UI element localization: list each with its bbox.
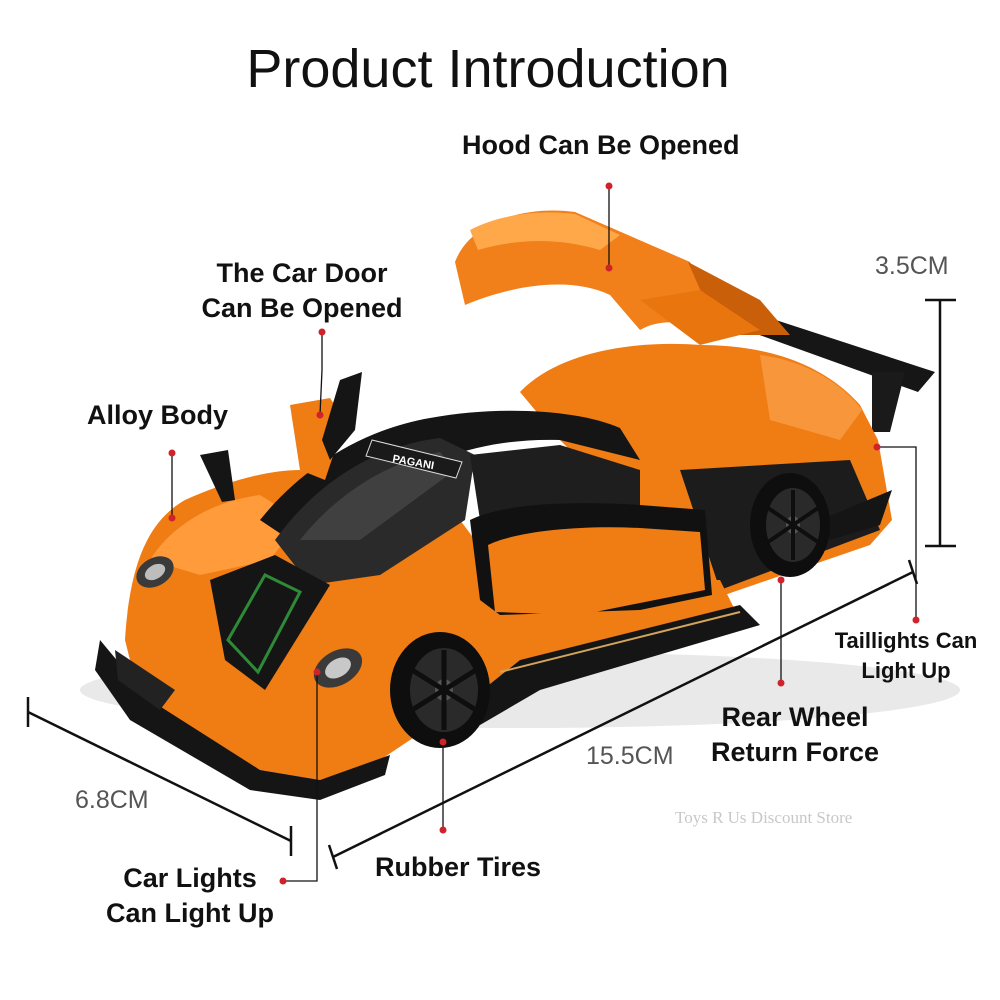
- callout-alloy-text: Alloy Body: [87, 400, 229, 430]
- rear-diffuser: [820, 490, 892, 540]
- callout-hood-text: Hood Can Be Opened: [462, 130, 740, 160]
- opened-door: [470, 503, 712, 615]
- callout-lights-line1: Car Lights: [123, 863, 257, 893]
- rear-wheel: [750, 473, 830, 577]
- dimension-width-label: 6.8CM: [75, 786, 149, 814]
- windshield-banner: [365, 439, 463, 479]
- callout-taillights-line1: Taillights Can: [834, 628, 978, 653]
- callout-tires-text: Rubber Tires: [375, 852, 542, 882]
- dimension-lines: [26, 298, 956, 870]
- headlight-left: [136, 556, 174, 588]
- callout-hood: Hood Can Be Opened: [462, 128, 740, 163]
- callout-door-line1: The Car Door: [216, 258, 388, 288]
- callout-door: The Car Door Can Be Opened: [183, 256, 421, 326]
- callout-lines: [171, 186, 917, 882]
- dimension-height-label: 3.5CM: [875, 252, 949, 280]
- callout-taillights: Taillights Can Light Up: [826, 626, 986, 686]
- callout-dots: [168, 182, 920, 885]
- nose-stripe: [210, 555, 330, 690]
- callout-lights: Car Lights Can Light Up: [90, 861, 290, 931]
- car-roof: [260, 410, 640, 560]
- callout-taillights-line2: Light Up: [861, 658, 951, 683]
- callout-rear-wheel-line1: Rear Wheel: [721, 702, 869, 732]
- front-splitter: [95, 640, 390, 800]
- callout-door-line2: Can Be Opened: [201, 293, 403, 323]
- callout-rear-wheel: Rear Wheel Return Force: [700, 700, 890, 770]
- headlight-right: [313, 648, 363, 688]
- front-door: [290, 372, 362, 480]
- opened-hood: [455, 210, 790, 345]
- store-watermark: Toys R Us Discount Store: [675, 808, 853, 827]
- callout-alloy: Alloy Body: [87, 398, 228, 433]
- side-skirt: [470, 605, 760, 725]
- side-mirror: [200, 450, 235, 502]
- page-title: Product Introduction: [246, 39, 730, 99]
- callout-rear-wheel-line2: Return Force: [710, 737, 880, 767]
- callout-lights-line2: Can Light Up: [106, 898, 274, 928]
- dimension-length-label: 15.5CM: [586, 742, 674, 770]
- front-wheel: [390, 632, 490, 748]
- callout-tires: Rubber Tires: [375, 850, 541, 885]
